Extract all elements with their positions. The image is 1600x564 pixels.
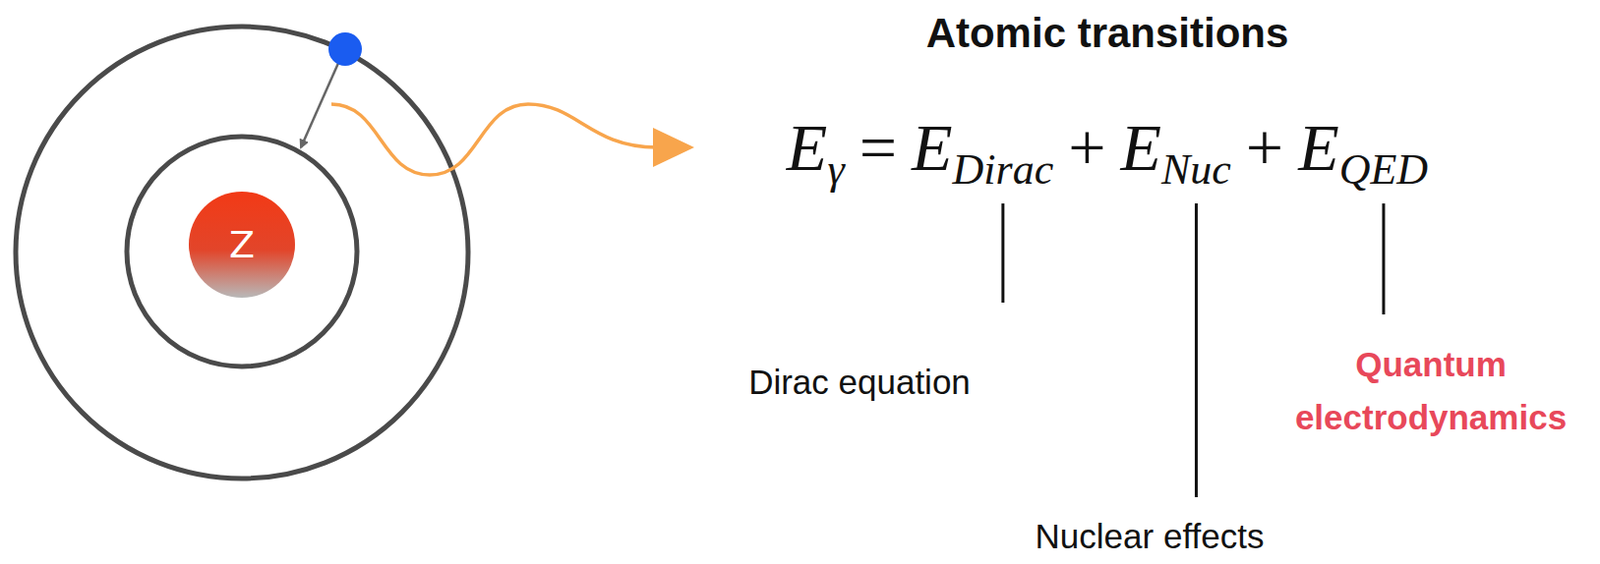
equation-subscript: γ <box>827 145 844 194</box>
leader-line <box>1194 203 1198 498</box>
qed-label: Quantum electrodynamics <box>1268 338 1594 446</box>
equation-operator: + <box>1245 110 1284 185</box>
inner-orbit <box>126 136 357 367</box>
equation-subscript: Nuc <box>1161 145 1232 194</box>
leader-line <box>1001 203 1005 303</box>
nucleus-circle: Z <box>188 191 296 298</box>
equation-subscript: QED <box>1339 145 1428 194</box>
leader-line <box>1381 203 1385 315</box>
nucleus-label: Z <box>188 191 296 298</box>
equation-symbol: E <box>1120 110 1162 185</box>
equation-symbol: E <box>786 110 829 185</box>
title-text: Atomic transitions <box>926 9 1290 58</box>
photon-wave <box>331 104 657 176</box>
equation-subscript: Dirac <box>952 145 1055 194</box>
electron-dot <box>328 32 362 66</box>
outer-orbit <box>15 26 469 479</box>
equation-operator: = <box>859 110 897 185</box>
nuclear-label: Nuclear effects <box>1035 517 1265 557</box>
equation-symbol: E <box>1298 110 1340 185</box>
equation: Eγ=EDirac+ENuc+EQED <box>786 114 1428 192</box>
equation-symbol: E <box>911 110 953 185</box>
photon-arrowhead <box>652 127 695 168</box>
nucleus-fill <box>188 191 296 298</box>
dirac-label: Dirac equation <box>748 362 971 403</box>
equation-operator: + <box>1067 110 1106 185</box>
